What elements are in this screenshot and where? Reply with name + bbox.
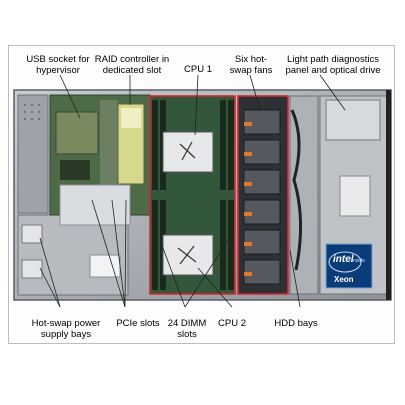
leader-lines [39,74,346,308]
pcie-riser [59,184,131,226]
intel-brand-text: intel [333,254,354,265]
label-pcie-slots: PCIe slots [116,318,160,329]
label-cpu1: CPU 1 [184,64,212,75]
label-cpu2: CPU 2 [218,318,246,329]
annotation-boxes [149,95,289,295]
cpu2-heatsink [162,234,214,276]
intel-inside-text: inside [352,258,366,264]
label-fans: Six hot-swap fans [229,54,273,76]
intel-xeon-badge [325,243,373,289]
xeon-text: Xeon [334,275,354,284]
lightpath-panel [325,99,381,141]
label-hdd-bays: HDD bays [274,318,318,329]
